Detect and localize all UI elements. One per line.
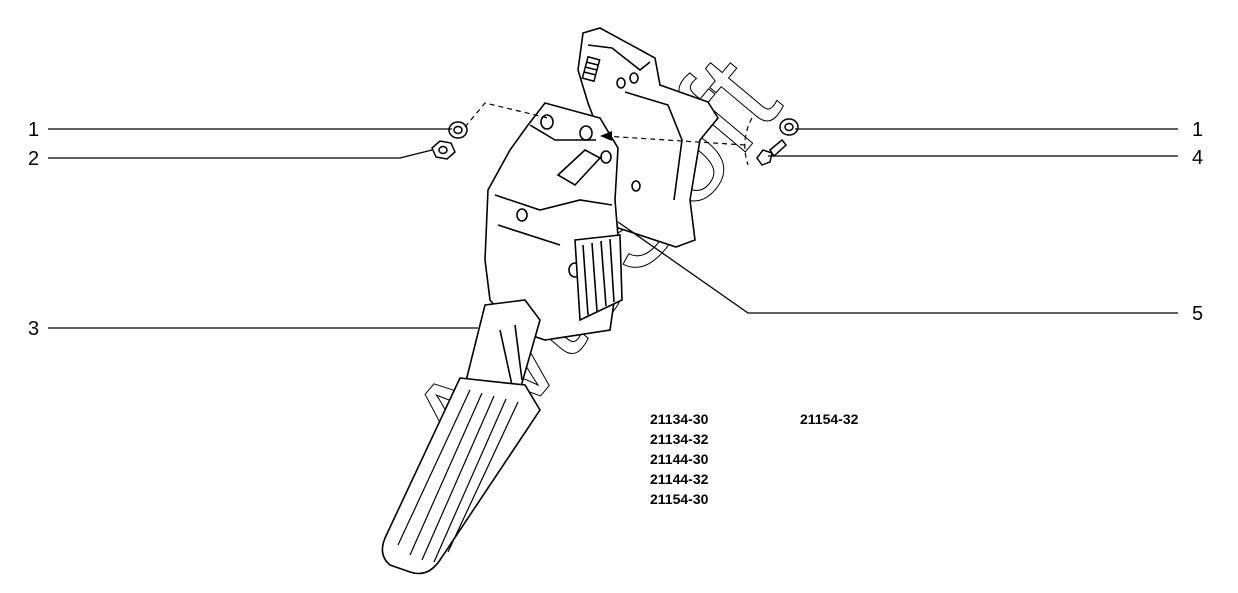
bolt-right (756, 138, 788, 166)
callout-3-left: 3 (28, 318, 39, 340)
pedal-pad (381, 377, 541, 575)
model-code: 21154-32 (800, 411, 859, 427)
leader-lines (48, 128, 1178, 329)
callout-5-right: 5 (1192, 303, 1203, 325)
callout-4-right: 4 (1192, 147, 1203, 169)
nut-left (431, 140, 456, 160)
model-code: 21154-30 (650, 491, 709, 507)
callout-1-left: 1 (28, 119, 39, 141)
stud (581, 55, 601, 83)
callout-2-left: 2 (28, 148, 39, 170)
model-code: 21134-32 (650, 431, 709, 447)
model-codes: 21134-30 21134-32 21144-30 21144-32 2115… (650, 411, 859, 507)
model-code: 21134-30 (650, 411, 709, 427)
model-code: 21144-30 (650, 451, 709, 467)
model-code: 21144-32 (650, 471, 709, 487)
washer-left (448, 121, 468, 139)
assembly-lines (464, 102, 753, 166)
arrow-head (600, 131, 612, 141)
callout-1-right: 1 (1192, 119, 1203, 141)
washer-right (779, 118, 799, 136)
